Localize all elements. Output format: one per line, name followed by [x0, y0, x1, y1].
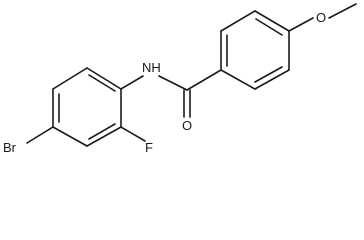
methoxyphenyl-ring: [220, 10, 290, 90]
bond-o-ch3: [328, 3, 357, 19]
atom-label-o-methoxy: O: [316, 10, 326, 25]
bond-c-ring: [186, 69, 222, 91]
bond: [52, 67, 88, 90]
atom-label-br: Br: [3, 140, 17, 155]
bond: [220, 69, 256, 90]
bond-c-o-methoxy: [288, 17, 314, 32]
bond-n-c: [158, 75, 188, 91]
double-bond-inner: [88, 74, 116, 92]
bond: [220, 10, 256, 32]
atom-label-f: F: [145, 140, 153, 155]
atom-label-o-carbonyl: O: [182, 118, 192, 133]
atom-label-nh: NH: [142, 60, 161, 75]
double-bond-inner: [254, 66, 283, 83]
bond-c-br: [26, 126, 54, 144]
double-bond-inner: [88, 123, 116, 140]
bond: [52, 126, 88, 147]
bond: [86, 126, 122, 147]
chemical-structure-diagram: NH O O F Br: [3, 3, 357, 155]
bromofluorophenyl-ring: [52, 67, 122, 147]
bond-c-f: [120, 126, 146, 142]
bond: [254, 69, 290, 90]
bond: [86, 67, 122, 90]
bond: [254, 10, 290, 32]
double-bond-inner: [255, 18, 283, 36]
bond-c-n: [120, 75, 144, 90]
